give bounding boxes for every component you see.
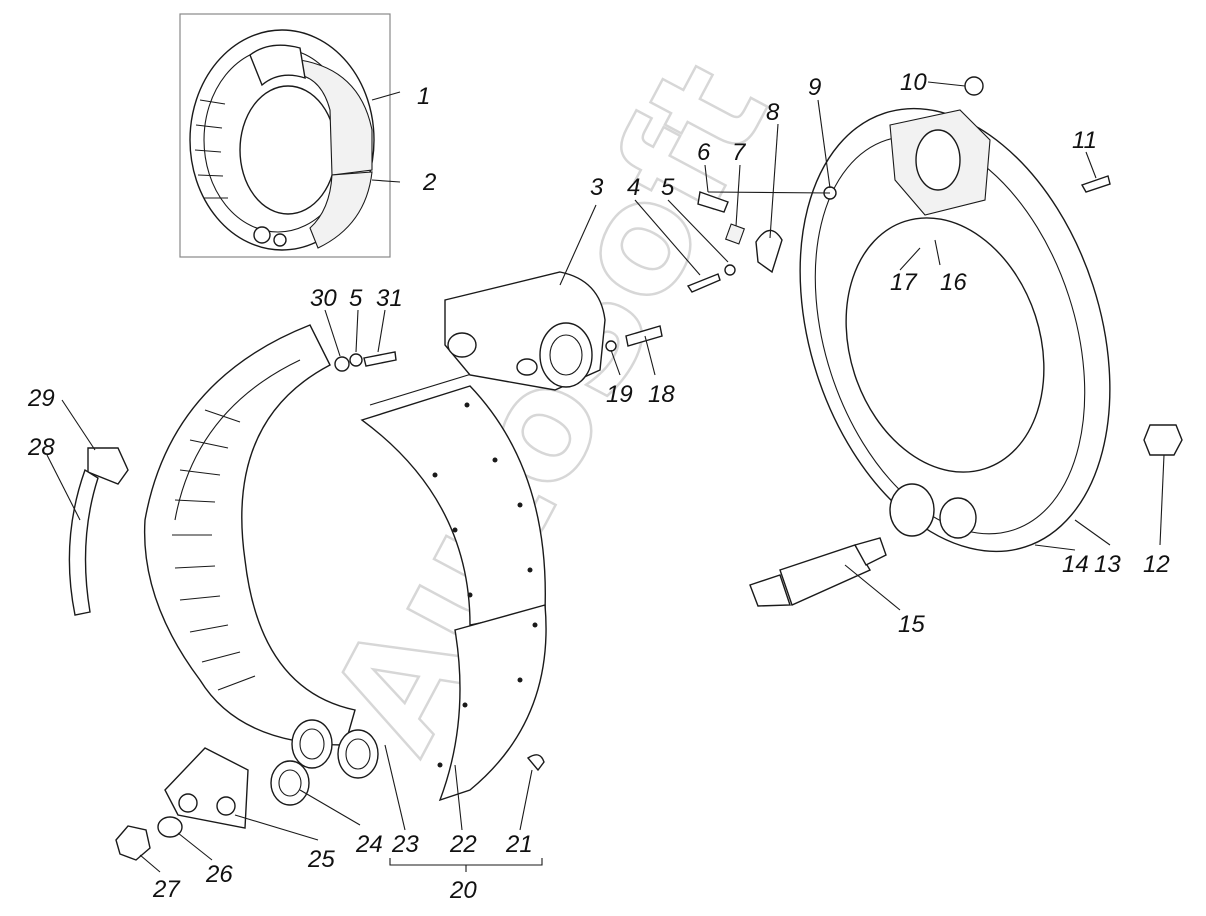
wear-sensor [68, 447, 129, 616]
leader-lines [46, 81, 1165, 873]
callout-22: 22 [449, 831, 477, 858]
callout-11: 11 [1072, 127, 1097, 154]
callout-30: 30 [310, 285, 337, 312]
callout-8: 8 [766, 99, 780, 126]
brake-lining [360, 371, 547, 802]
callout-7: 7 [732, 139, 747, 166]
callout-14: 14 [1062, 551, 1089, 578]
callout-29: 29 [27, 385, 55, 412]
callout-16: 16 [940, 269, 967, 296]
callout-19: 19 [606, 381, 633, 408]
lower-parts [115, 719, 379, 861]
callout-labels: 1 2 3 4 5 6 7 8 9 10 11 12 13 14 15 16 1… [27, 69, 1170, 904]
assembled-brake-inset [179, 13, 401, 258]
callout-28: 28 [27, 434, 55, 461]
callout-13: 13 [1094, 551, 1121, 578]
callout-23: 23 [391, 831, 419, 858]
callout-10: 10 [900, 69, 927, 96]
callout-5-upper: 5 [661, 174, 675, 201]
callout-5-lower: 5 [349, 285, 363, 312]
callout-24: 24 [355, 831, 383, 858]
wheel-cylinder [444, 271, 606, 391]
callout-26: 26 [205, 861, 233, 888]
shoe-axle [749, 537, 887, 607]
callout-12: 12 [1143, 551, 1170, 578]
callout-1: 1 [417, 83, 430, 110]
callout-21: 21 [505, 831, 533, 858]
callout-18: 18 [648, 381, 675, 408]
callout-17: 17 [890, 269, 918, 296]
callout-4: 4 [627, 174, 640, 201]
callout-3: 3 [590, 174, 604, 201]
callout-25: 25 [307, 846, 335, 873]
brake-shoe [143, 324, 356, 746]
callout-31: 31 [376, 285, 403, 312]
callout-27: 27 [152, 876, 181, 903]
callout-2: 2 [422, 169, 436, 196]
callout-20: 20 [449, 877, 477, 904]
callout-15: 15 [898, 611, 925, 638]
backing-plate [799, 107, 1111, 553]
callout-6: 6 [697, 139, 711, 166]
callout-9: 9 [808, 74, 821, 101]
